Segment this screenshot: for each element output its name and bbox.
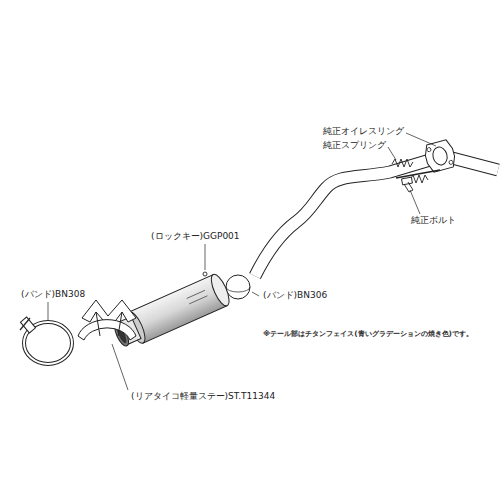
flange (423, 139, 457, 173)
lock-key (203, 272, 207, 276)
ball-joint (226, 275, 250, 299)
part-label: 純正オイレスリング (322, 127, 405, 137)
part-label: (リアタイコ軽量ステー)ST.T11344 (130, 392, 276, 402)
part-label: 純正ボルト (410, 216, 457, 226)
stock-pipe (452, 158, 498, 170)
part-label: (ロックキー)GGP001 (150, 232, 241, 242)
part-label: (バンド)BN308 (20, 290, 86, 300)
note-text: ※テール部はチタンフェイス(青いグラデーションの焼き色)です。 (262, 330, 474, 338)
front-pipe (255, 160, 430, 276)
part-label: (バンド)BN306 (262, 291, 328, 301)
band-clamp (20, 317, 72, 364)
spring-bolt (392, 159, 440, 192)
part-label: 純正スプリング (322, 141, 387, 151)
rear-stay (78, 300, 136, 340)
leader-lines (48, 133, 436, 390)
